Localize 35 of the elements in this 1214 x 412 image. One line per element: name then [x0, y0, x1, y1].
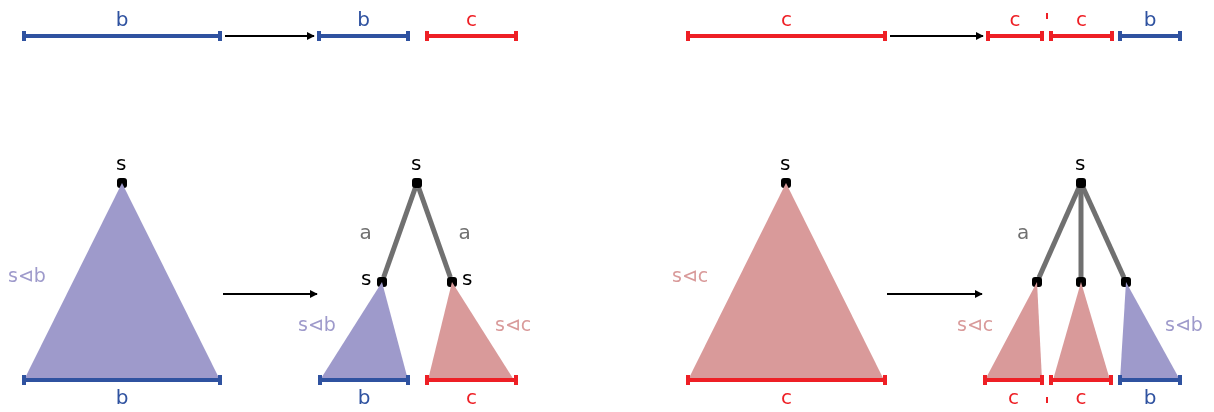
triangle-label: s⊲b — [298, 313, 336, 335]
arrow — [889, 32, 984, 40]
segment-label: c — [1008, 385, 1019, 409]
arrow — [224, 32, 315, 40]
tree-branch — [416, 186, 453, 279]
vertex-label: s — [462, 267, 473, 289]
tree-branch — [381, 186, 418, 279]
triangle-label: s⊲c — [672, 264, 709, 286]
triangle-label: s⊲b — [8, 264, 46, 286]
arrow — [886, 290, 983, 298]
triangle-label: s⊲c — [495, 313, 532, 335]
segment-label: c — [781, 385, 792, 409]
segment-label: b — [1143, 385, 1157, 409]
segment-label: c — [466, 385, 477, 409]
segment-label: c — [781, 7, 792, 31]
segment-label: b — [357, 385, 371, 409]
triangle-label: s⊲c — [957, 313, 994, 335]
segment-label: c — [466, 7, 477, 31]
segment-label: b — [115, 385, 129, 409]
segment-label: b — [115, 7, 129, 31]
tree-branch — [1036, 186, 1082, 279]
segment-label: b — [1143, 7, 1157, 31]
segment-label: c — [1009, 7, 1021, 31]
vertex-label: s — [411, 152, 422, 174]
tree-branch — [1080, 186, 1127, 279]
vertex-label: s — [361, 267, 372, 289]
tree-branch — [1078, 188, 1084, 277]
vertex-label: s — [116, 152, 127, 174]
vertex-label: s — [780, 152, 791, 174]
segment-label: c — [1075, 385, 1087, 409]
arrow — [222, 290, 318, 298]
triangle-label: s⊲b — [1165, 313, 1203, 335]
segment-label: b — [357, 7, 370, 31]
vertex-label: s — [1075, 152, 1086, 174]
segment-label: c — [1076, 7, 1087, 31]
